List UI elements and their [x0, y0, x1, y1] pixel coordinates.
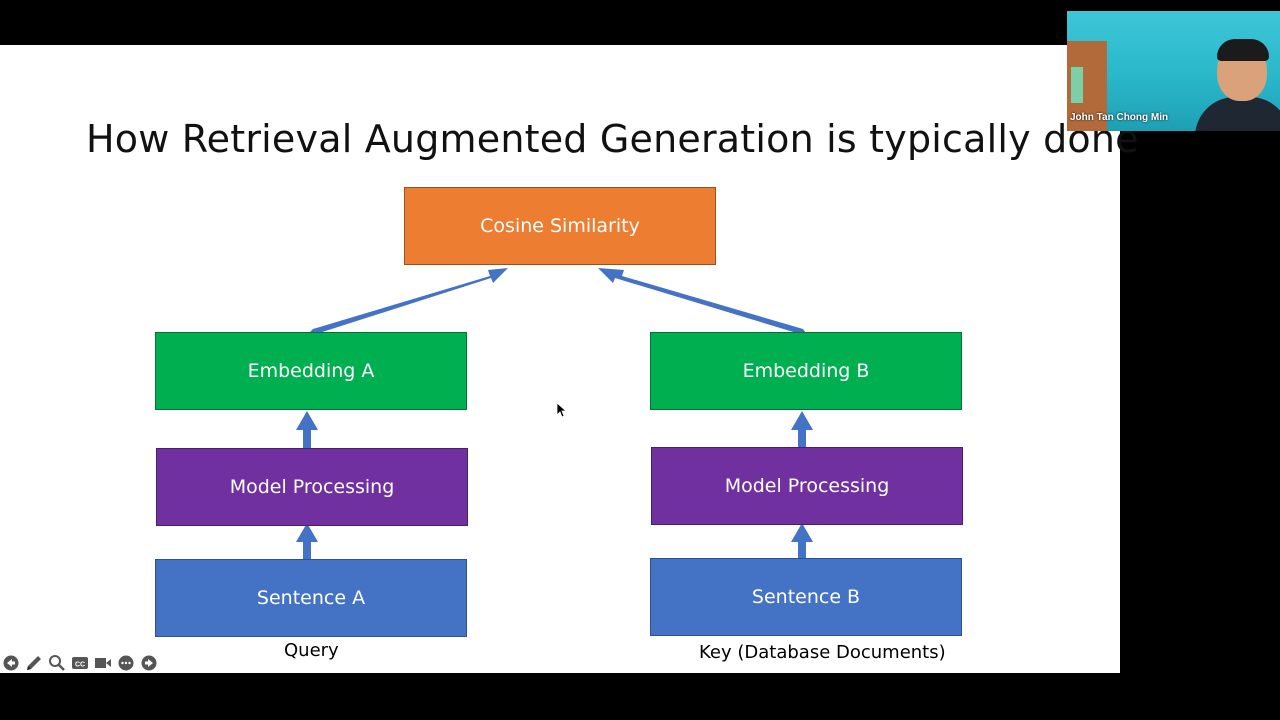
- embedding-b-box: Embedding B: [650, 332, 962, 410]
- participant-shirt: [1195, 97, 1280, 131]
- sentence-b-box: Sentence B: [650, 558, 962, 636]
- cosine-similarity-box: Cosine Similarity: [404, 187, 716, 265]
- model-processing-b-box: Model Processing: [651, 447, 963, 525]
- captions-icon[interactable]: CC: [71, 654, 89, 672]
- forward-arrow-icon[interactable]: [140, 654, 158, 672]
- back-arrow-icon[interactable]: [2, 654, 20, 672]
- arrow-left-model-to-embedding: [296, 411, 318, 448]
- participant-name: John Tan Chong Min: [1070, 112, 1169, 123]
- key-caption: Key (Database Documents): [699, 642, 946, 663]
- video-icon[interactable]: [94, 654, 112, 672]
- zoom-icon[interactable]: [48, 654, 66, 672]
- participant-hair: [1217, 39, 1269, 61]
- sentence-a-box: Sentence A: [155, 559, 467, 637]
- arrow-left-sentence-to-model: [296, 523, 318, 559]
- video-background-window: [1071, 67, 1083, 103]
- arrow-right-model-to-embedding: [791, 411, 813, 448]
- mouse-cursor-icon: [557, 403, 567, 418]
- model-processing-a-box: Model Processing: [156, 448, 468, 526]
- query-caption: Query: [284, 640, 339, 661]
- presentation-toolbar: CC: [2, 654, 158, 672]
- svg-text:CC: CC: [75, 662, 85, 669]
- arrow-right-sentence-to-model: [791, 523, 813, 559]
- embedding-a-box: Embedding A: [155, 332, 467, 410]
- participant-video-tile[interactable]: John Tan Chong Min: [1067, 11, 1280, 131]
- pen-icon[interactable]: [25, 654, 43, 672]
- more-icon[interactable]: [117, 654, 135, 672]
- slide-title: How Retrieval Augmented Generation is ty…: [86, 117, 1139, 161]
- arrow-left-diagonal: [309, 268, 508, 334]
- arrow-right-diagonal: [598, 268, 806, 334]
